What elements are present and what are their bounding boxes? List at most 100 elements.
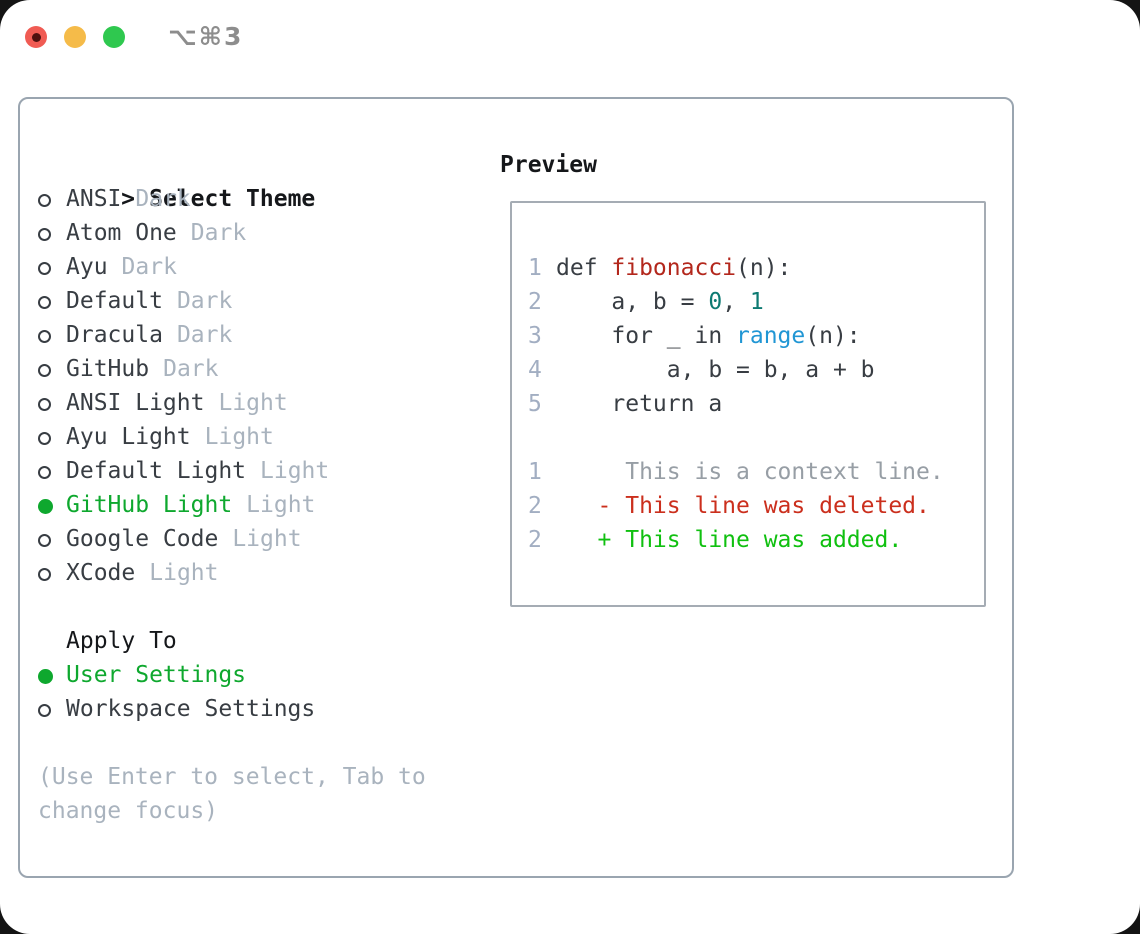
line-number: 4: [528, 357, 542, 383]
theme-option[interactable]: Ayu Dark: [38, 250, 329, 284]
code-segment: (n):: [736, 255, 792, 281]
line-number: 5: [528, 391, 542, 417]
theme-option[interactable]: Atom One Dark: [38, 216, 329, 250]
code-segment: a, b = b, a + b: [556, 357, 875, 383]
radio-icon: [38, 364, 51, 377]
code-segment: 0: [708, 289, 723, 315]
radio-selected-icon: [38, 669, 53, 684]
preview-line: 2 + This line was added.: [528, 523, 944, 557]
theme-option[interactable]: Google Code Light: [38, 522, 329, 556]
radio-icon: [38, 534, 51, 547]
theme-variant-tag: Dark: [135, 186, 191, 212]
theme-option[interactable]: GitHub Dark: [38, 352, 329, 386]
theme-name: Atom One: [66, 220, 177, 246]
code-segment: range: [736, 323, 806, 349]
theme-name: Dracula: [66, 322, 163, 348]
theme-name: GitHub Light: [66, 492, 233, 518]
close-button[interactable]: [25, 26, 47, 48]
code-segment: def: [556, 255, 612, 281]
code-segment: (n):: [805, 323, 861, 349]
radio-selected-icon: [38, 499, 53, 514]
theme-picker-panel: [18, 97, 1014, 878]
theme-variant-tag: Light: [204, 424, 274, 450]
preview-line: 1 This is a context line.: [528, 455, 944, 489]
traffic-lights: [25, 26, 125, 48]
preview-line: 1 def fibonacci(n):: [528, 251, 944, 285]
theme-name: Ayu Light: [66, 424, 191, 450]
theme-name: Ayu: [66, 254, 108, 280]
theme-variant-tag: Dark: [176, 288, 233, 314]
theme-option[interactable]: Ayu Light Light: [38, 420, 329, 454]
preview-line: 2 a, b = 0, 1: [528, 285, 944, 319]
theme-name: GitHub: [66, 356, 150, 382]
theme-variant-tag: Light: [218, 390, 288, 416]
apply-to-heading: Apply To: [66, 628, 177, 654]
select-theme-heading-row: > Select Theme: [38, 148, 329, 212]
theme-variant-tag: Dark: [163, 356, 219, 382]
preview-line: 5 return a: [528, 387, 944, 421]
theme-variant-tag: Dark: [190, 220, 247, 246]
theme-name: Google Code: [66, 526, 219, 552]
theme-option[interactable]: Default Light Light: [38, 454, 329, 488]
theme-option[interactable]: Default Dark: [38, 284, 329, 318]
line-number: 1: [528, 459, 542, 485]
theme-name: Default: [66, 288, 163, 314]
window-title: ⌥⌘3: [168, 22, 244, 51]
apply-to-label: User Settings: [66, 662, 247, 688]
code-segment: fibonacci: [611, 255, 737, 281]
radio-icon: [38, 194, 51, 207]
select-theme-heading: Select Theme: [149, 186, 316, 212]
code-segment: This is a context line.: [556, 459, 944, 485]
radio-icon: [38, 296, 51, 309]
line-number: 2: [528, 493, 542, 519]
theme-variant-tag: Light: [232, 526, 302, 552]
radio-icon: [38, 398, 51, 411]
preview-line: 2 - This line was deleted.: [528, 489, 944, 523]
radio-icon: [38, 704, 51, 717]
apply-to-option[interactable]: Workspace Settings: [38, 692, 315, 726]
theme-option[interactable]: GitHub Light Light: [38, 488, 329, 522]
code-segment: 1: [749, 289, 764, 315]
minimize-button[interactable]: [64, 26, 86, 48]
theme-variant-tag: Light: [149, 560, 219, 586]
prompt-caret-icon: >: [121, 186, 135, 212]
preview-line: [528, 421, 944, 455]
zoom-button[interactable]: [103, 26, 125, 48]
theme-name: XCode: [66, 560, 136, 586]
code-segment: + This line was added.: [556, 527, 903, 553]
theme-option[interactable]: ANSI Light Light: [38, 386, 329, 420]
radio-icon: [38, 330, 51, 343]
preview-heading: Preview: [500, 152, 597, 178]
preview-line: 4 a, b = b, a + b: [528, 353, 944, 387]
code-segment: - This line was deleted.: [556, 493, 930, 519]
help-text: (Use Enter to select, Tab to change focu…: [38, 760, 426, 828]
code-segment: a, b =: [556, 289, 709, 315]
radio-icon: [38, 568, 51, 581]
theme-name: Default Light: [66, 458, 247, 484]
code-segment: for _ in: [556, 323, 737, 349]
preview-line: 3 for _ in range(n):: [528, 319, 944, 353]
theme-variant-tag: Dark: [121, 254, 177, 280]
theme-name: ANSI: [66, 186, 122, 212]
theme-name: ANSI Light: [66, 390, 205, 416]
theme-variant-tag: Light: [260, 458, 330, 484]
radio-icon: [38, 262, 51, 275]
apply-to-option[interactable]: User Settings: [38, 658, 315, 692]
line-number: 2: [528, 527, 542, 553]
line-number: 1: [528, 255, 542, 281]
theme-option[interactable]: XCode Light: [38, 556, 329, 590]
radio-icon: [38, 228, 51, 241]
code-segment: ,: [722, 289, 750, 315]
theme-option[interactable]: ANSI Dark: [38, 182, 329, 216]
radio-icon: [38, 466, 51, 479]
line-number: 3: [528, 323, 542, 349]
theme-variant-tag: Light: [246, 492, 316, 518]
line-number: 2: [528, 289, 542, 315]
